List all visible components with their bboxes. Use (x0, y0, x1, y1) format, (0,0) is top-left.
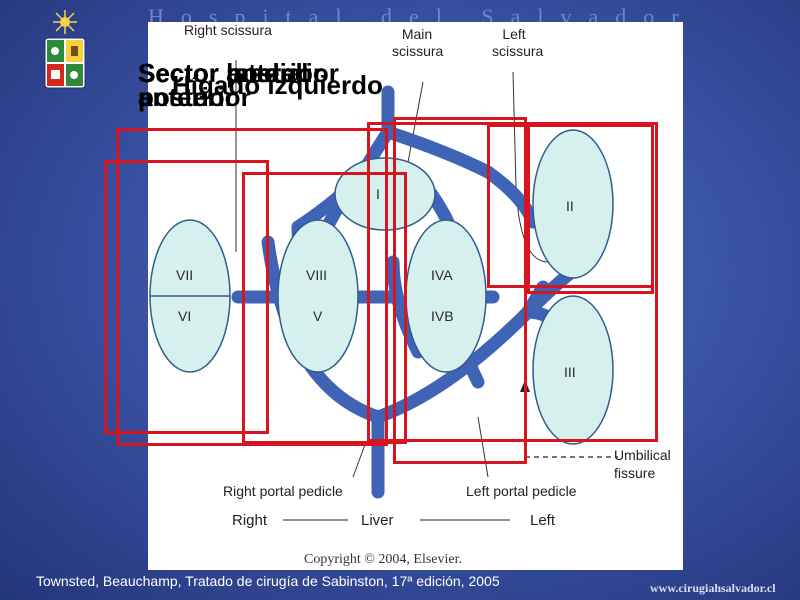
segment-v-viii-ellipse (277, 219, 359, 373)
liver-diagram (149, 60, 618, 521)
copyright-text: Copyright © 2004, Elsevier. (304, 552, 463, 567)
segment-vii-label: VII (176, 267, 194, 283)
overlay-title-sector-lateral: Sector lateral (138, 58, 303, 88)
liver-segments-figure: Right scissura Main scissura Left scissu… (148, 22, 683, 570)
right-label: Right (232, 512, 268, 529)
segment-ivb-label: IVB (431, 308, 454, 324)
segment-ii-ellipse (532, 129, 614, 279)
segment-iii-label: III (564, 364, 576, 380)
website-url[interactable]: www.cirugiahsalvador.cl (650, 581, 776, 595)
segment-v-label: V (313, 308, 323, 324)
segment-viii-label: VIII (306, 267, 328, 283)
liver-label: Liver (361, 512, 394, 529)
segment-iii-ellipse (532, 295, 614, 445)
overlay-title-higado-izquierdo: Hígado izquierdo (172, 70, 383, 100)
segment-iva-label: IVA (431, 267, 453, 283)
segment-vi-label: VI (178, 308, 192, 324)
overlay-title-sector-posterior: Sector posterior (138, 58, 339, 88)
right-portal-pedicle-label: Right portal pedicle (223, 483, 343, 499)
segment-i-label: I (376, 186, 380, 202)
overlay-subtitle-anterior: anterior (138, 82, 235, 112)
university-logo (44, 10, 86, 89)
segment-iv-ellipse (405, 219, 487, 373)
left-label: Left (530, 512, 556, 529)
right-scissura-label: Right scissura (184, 22, 272, 38)
left-scissura-label: Left scissura (492, 26, 544, 59)
segment-i-ellipse (334, 157, 436, 231)
segment-ii-label: II (566, 198, 574, 214)
overlay-subtitle-posterior: posterior (138, 82, 251, 112)
main-scissura-label: Main scissura (392, 26, 444, 59)
left-portal-pedicle-label: Left portal pedicle (466, 483, 577, 499)
overlay-title-sector-anterior: Sector anterior (138, 58, 323, 88)
umbilical-fissure-label: Umbilical fissure (614, 447, 671, 481)
citation-text: Townsted, Beauchamp, Tratado de cirugía … (36, 573, 500, 589)
overlay-title-sector-medial: Sector medial (138, 58, 309, 88)
